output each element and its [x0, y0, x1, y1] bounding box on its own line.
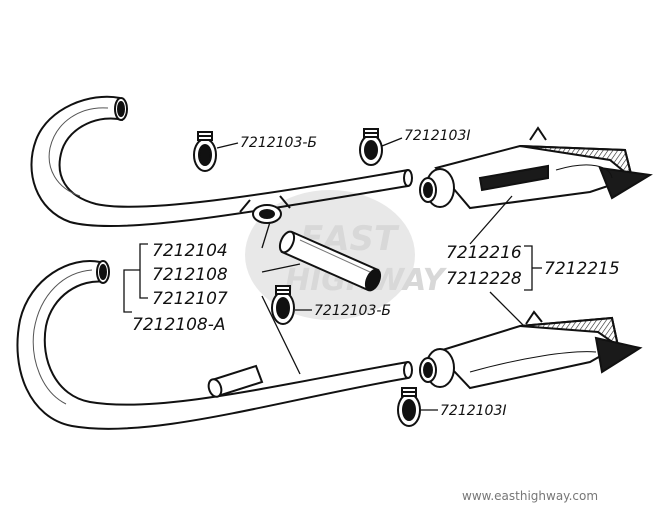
- upper-exhaust-pipe: [30, 95, 413, 228]
- label-muffler-upper: 7212216: [446, 243, 522, 263]
- crossover-pipe: [278, 230, 382, 292]
- upper-muffler: [419, 126, 653, 210]
- watermark-site-url: www.easthighway.com: [462, 489, 598, 503]
- lower-muffler: [419, 310, 643, 390]
- clamp-bottom-icon: [397, 387, 421, 427]
- label-clamp-top-left: 7212103-Б: [240, 135, 317, 151]
- lower-exhaust-pipe: [16, 260, 413, 430]
- label-pipe-assembly: 7212108-A: [132, 315, 225, 335]
- clamp-mid-icon: [271, 285, 295, 325]
- label-clamp-bottom: 7212103I: [440, 403, 506, 419]
- label-pipe-lower: 7212107: [152, 289, 228, 309]
- label-muffler-assembly: 7212215: [544, 259, 620, 279]
- part-labels: 7212103-Б 7212103I 7212104 7212108 72121…: [132, 128, 620, 419]
- label-pipe-upper: 7212104: [152, 241, 228, 261]
- label-pipe-crossover: 7212108: [152, 265, 228, 285]
- leader-lines: [123, 137, 542, 411]
- clamp-top-left-icon: [193, 131, 217, 172]
- label-muffler-lower: 7212228: [446, 269, 522, 289]
- clamp-top-right-icon: [359, 128, 383, 166]
- label-clamp-top-right: 7212103I: [404, 128, 470, 144]
- label-clamp-mid: 7212103-Б: [314, 303, 391, 319]
